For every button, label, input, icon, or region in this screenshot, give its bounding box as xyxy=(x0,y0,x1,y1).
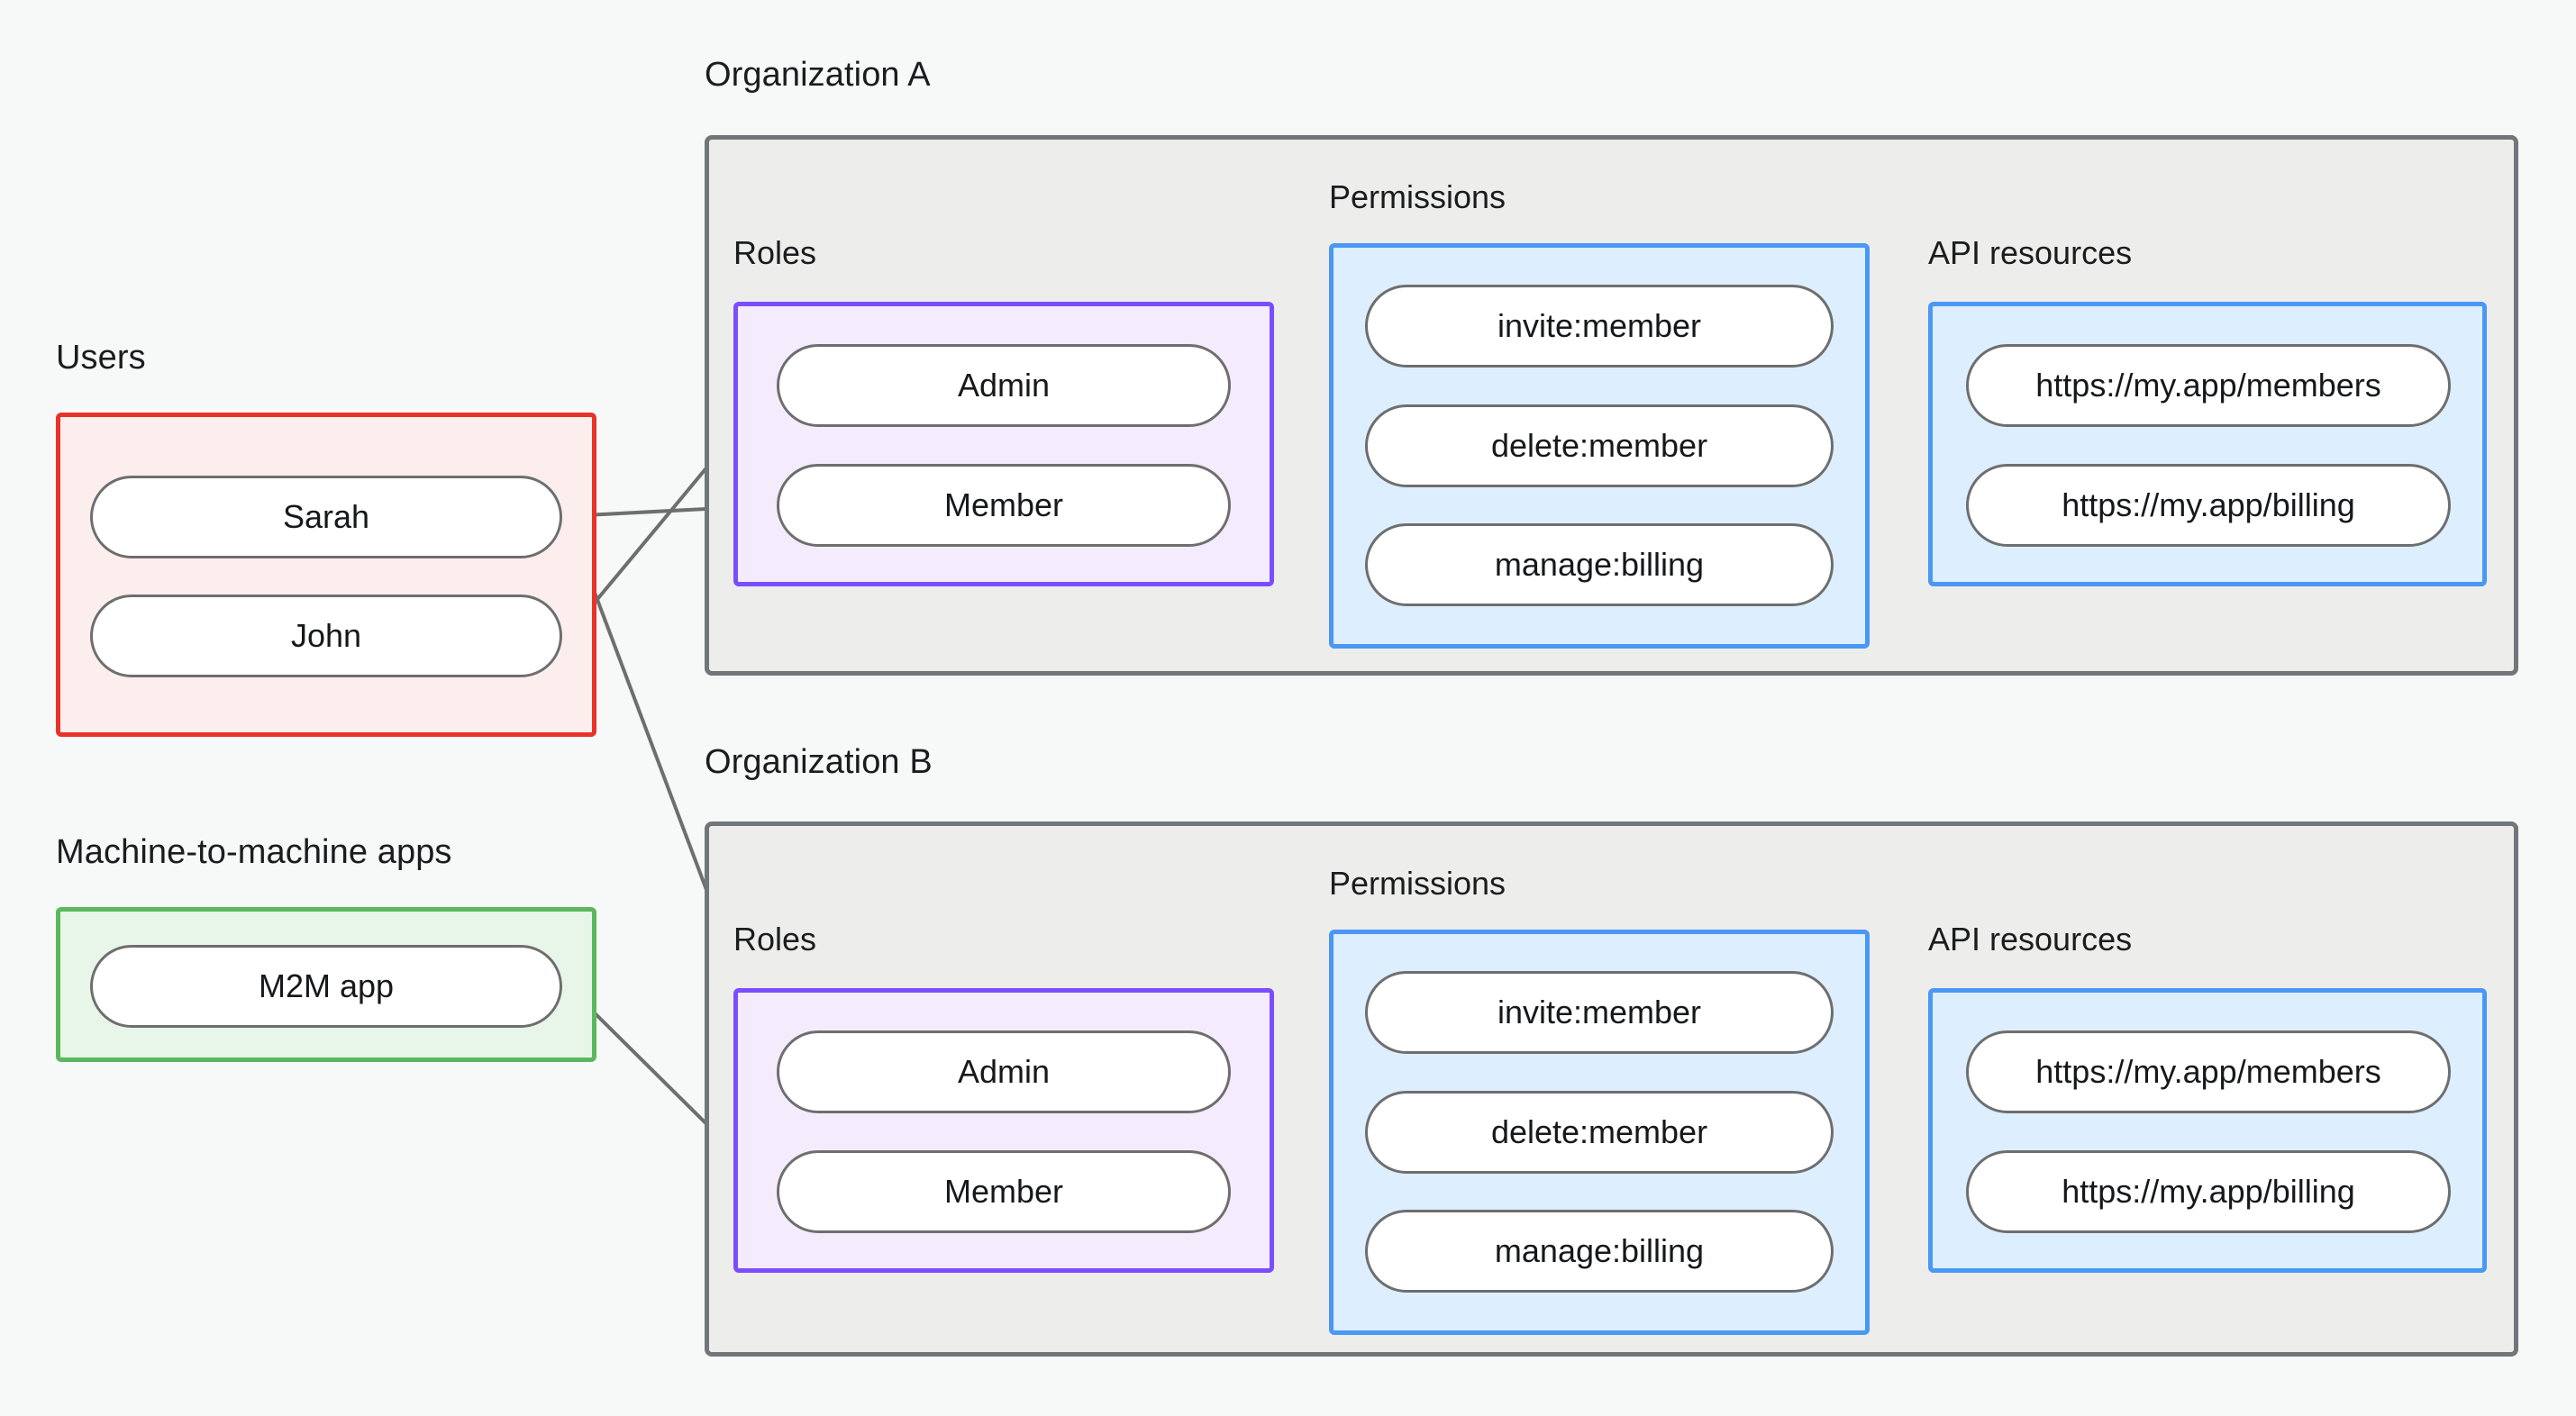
org-a-permission-pill-invite-member[interactable]: invite:member xyxy=(1365,285,1834,368)
org-b-api-pill-billing[interactable]: https://my.app/billing xyxy=(1966,1150,2451,1233)
org-b-api-resources-label: API resources xyxy=(1928,921,2133,958)
users-container xyxy=(56,413,596,737)
user-pill-john[interactable]: John xyxy=(90,595,562,677)
org-b-role-pill-admin[interactable]: Admin xyxy=(777,1030,1231,1113)
role-pill-label: Admin xyxy=(957,1053,1051,1090)
org-b-permissions-label: Permissions xyxy=(1329,865,1506,902)
permission-pill-label: invite:member xyxy=(1497,994,1702,1030)
org-b-title: Organization B xyxy=(705,743,933,781)
org-a-role-pill-admin[interactable]: Admin xyxy=(777,344,1231,427)
role-pill-label: Member xyxy=(943,1173,1064,1210)
org-a-api-resources-label: API resources xyxy=(1928,234,2133,271)
user-pill-label: John xyxy=(290,617,362,654)
org-a-title: Organization A xyxy=(705,56,931,94)
org-a-api-pill-members[interactable]: https://my.app/members xyxy=(1966,344,2451,427)
org-a-permission-pill-manage-billing[interactable]: manage:billing xyxy=(1365,523,1834,606)
org-b-permission-pill-manage-billing[interactable]: manage:billing xyxy=(1365,1210,1834,1293)
org-a-permissions-label: Permissions xyxy=(1329,178,1506,215)
api-pill-label: https://my.app/billing xyxy=(2062,1173,2355,1210)
permission-pill-label: delete:member xyxy=(1490,1113,1708,1150)
api-pill-label: https://my.app/members xyxy=(2035,1053,2381,1090)
api-pill-label: https://my.app/members xyxy=(2035,367,2381,404)
org-b-permission-pill-delete-member[interactable]: delete:member xyxy=(1365,1091,1834,1174)
org-a-roles-label: Roles xyxy=(733,234,817,271)
m2m-pill-app[interactable]: M2M app xyxy=(90,945,562,1028)
user-pill-sarah[interactable]: Sarah xyxy=(90,476,562,558)
org-b-roles-label: Roles xyxy=(733,921,817,958)
org-a-api-pill-billing[interactable]: https://my.app/billing xyxy=(1966,464,2451,547)
m2m-pill-label: M2M app xyxy=(258,967,395,1004)
role-pill-label: Admin xyxy=(957,367,1051,404)
permission-pill-label: invite:member xyxy=(1497,307,1702,344)
api-pill-label: https://my.app/billing xyxy=(2062,486,2355,523)
org-a-role-pill-member[interactable]: Member xyxy=(777,464,1231,547)
role-pill-label: Member xyxy=(943,486,1064,523)
user-pill-label: Sarah xyxy=(282,498,370,535)
org-b-api-pill-members[interactable]: https://my.app/members xyxy=(1966,1030,2451,1113)
org-b-role-pill-member[interactable]: Member xyxy=(777,1150,1231,1233)
m2m-group-title: Machine-to-machine apps xyxy=(56,833,452,871)
org-b-permission-pill-invite-member[interactable]: invite:member xyxy=(1365,971,1834,1054)
users-group-title: Users xyxy=(56,339,146,377)
permission-pill-label: manage:billing xyxy=(1494,546,1705,583)
permission-pill-label: manage:billing xyxy=(1494,1232,1705,1269)
org-a-permission-pill-delete-member[interactable]: delete:member xyxy=(1365,404,1834,487)
permission-pill-label: delete:member xyxy=(1490,427,1708,464)
